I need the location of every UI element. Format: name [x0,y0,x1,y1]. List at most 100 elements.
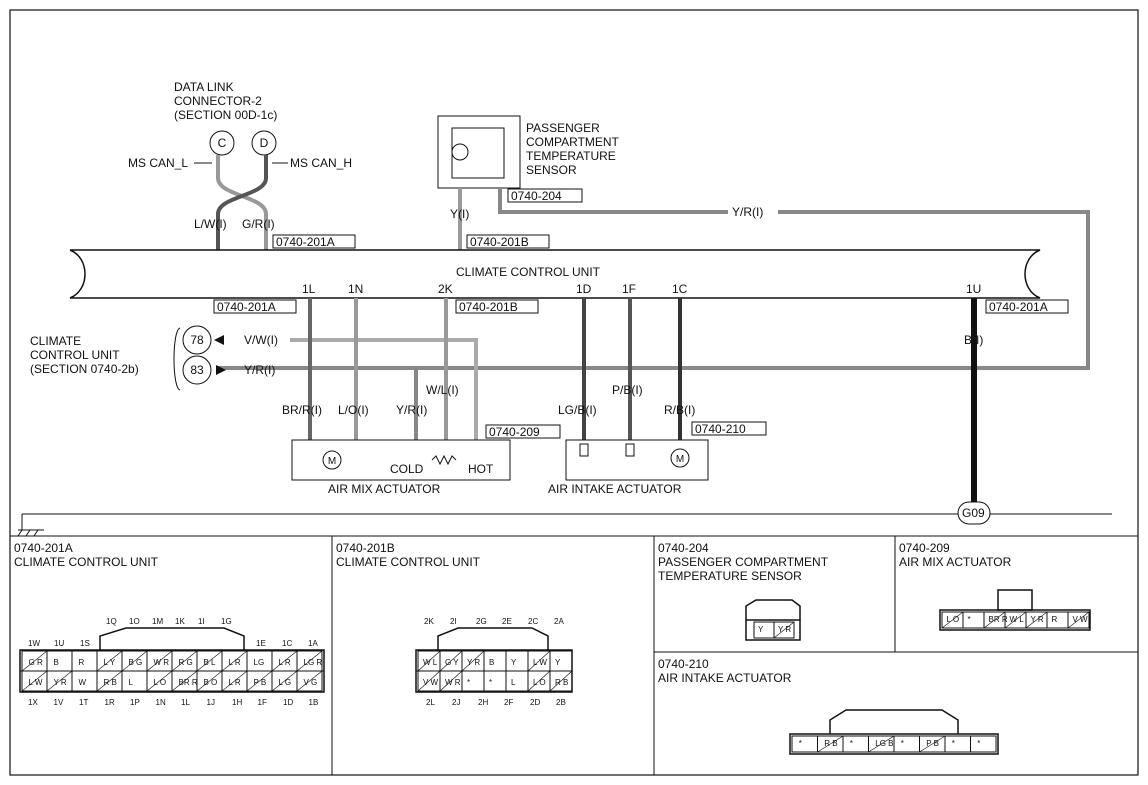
panel-e-cell [893,735,920,753]
air-intake-switch-2-icon [625,443,635,457]
panel-d-cell-label: BR R [989,615,1008,624]
panel-a-name: CLIMATE CONTROL UNIT [14,555,159,569]
sensor-conn-tag [507,188,583,203]
ref-label-1: CLIMATE [30,334,81,348]
panel-b-row1-diag [527,650,551,672]
panel-a-row2-diag [271,670,298,692]
sensor-label-2: COMPARTMENT [526,135,620,149]
panel-a-top-pin: 1A [308,639,318,648]
dlc-label-1: DATA LINK [174,80,234,94]
panel-e-code: 0740-210 [658,657,709,671]
panel-e-cell-label: R B [824,739,837,748]
panel-a-tab-pin: 1G [221,617,232,626]
air-intake-motor-icon [670,448,690,468]
panel-a-latch [99,627,245,650]
panel-c-cell-label: Y R [778,625,791,634]
panel-b-top-pin: 2K [424,617,434,626]
panel-b-row1-diag [461,650,485,672]
panel-b-row1-diag [439,650,463,672]
pin-1d: 1D [576,282,592,296]
panel-b-row2-cell [483,670,507,692]
panel-b-row1-diag [417,650,441,672]
panel-a-row1-diag [121,650,148,672]
panel-c-cell [773,621,795,639]
panel-a-top-pin: 1C [282,639,292,648]
panel-b-row2-cell-label: W R [445,678,461,687]
panel-a-row1-diag [171,650,198,672]
panel-a-bottom-pin: 1N [156,698,166,707]
panel-d-latch [997,589,1033,611]
wire-yr-loop [216,188,1090,370]
page-frame [9,9,1139,776]
panel-b-row1-cell-label: G Y [445,658,459,667]
panel-b-row2-cell-label: L O [533,678,546,687]
conn-b-tag-2 [455,299,539,314]
panel-e-cell [791,735,818,753]
panel-a-tab-pin: 1Q [106,617,117,626]
panel-a-row1-diag [296,650,323,672]
sensor-box [437,115,521,189]
dlc-label-2: CONNECTOR-2 [174,94,262,108]
panel-a-top-pin: 1S [80,639,90,648]
panel-e-cells: *R B*LG B*P B** [791,735,997,753]
pin-1c: 1C [672,282,688,296]
ref-terminal-78 [182,325,212,355]
panel-d-cell-label: R [1052,615,1058,624]
wire-lgb-label: LG/B(I) [558,403,597,417]
sensor-conn-tag-text: 0740-204 [511,189,562,203]
panel-a-bottom-pin: 1D [283,698,293,707]
panel-b-top-pin: 2C [528,617,538,626]
panel-b-bottom-pin: 2H [478,698,488,707]
conn-b-tag-1 [466,234,550,249]
panel-a-row2-cell-label: L O [154,678,167,687]
panel-a-row1-cell-label: R G [179,658,193,667]
air-mix-motor-icon [322,450,342,470]
panel-a-row1-cell-label: G R [29,658,43,667]
panel-e-name: AIR INTAKE ACTUATOR [658,671,792,685]
panel-e-cell-label: * [901,739,904,748]
panel-b-row2-diag [439,670,463,692]
wire-b-label: B(I) [964,333,983,347]
panel-a-bottom-pin: 1R [105,698,115,707]
panel-a-bottom-pin: 1T [79,698,88,707]
panel-a-row2-cell-label: W [79,678,87,687]
panel-a-row2-cell-label: L G [279,678,292,687]
sensor-label-4: SENSOR [526,163,577,177]
panel-a-row1-cell-label: B [54,658,59,667]
can-h-label: MS CAN_H [290,156,352,170]
panel-a-row2-diag [46,670,73,692]
panel-b-row2-diag [549,670,573,692]
air-intake-conn-tag-text: 0740-210 [695,422,746,436]
panel-d-cell-label: L O [947,615,960,624]
panel-a-bottom-pin: 1J [207,698,215,707]
wire-rb-label: R/B(I) [664,403,695,417]
panel-a-row2-cell-label: L R [229,678,241,687]
panel-a-row1-cell-label: L R [279,658,291,667]
panel-e-cell [842,735,869,753]
panel-a-row1-cell-label: LG R [304,658,323,667]
sensor-label-1: PASSENGER [526,121,600,135]
wire-vw-label: V/W(I) [244,333,278,347]
ccu-bar [69,249,1041,299]
climate-control-unit: CLIMATE CONTROL UNIT 1L 1N 2K 1D 1F 1C 1… [69,249,1069,314]
arrow-83 [216,365,226,375]
ref-label-2: CONTROL UNIT [30,348,120,362]
panel-a-bottom-pin: 1X [28,698,38,707]
air-mix-potentiometer-icon [431,454,457,466]
panel-a-row2-diag [96,670,123,692]
panel-a-row2-cell-label: Y R [54,678,67,687]
panel-b-top-pin: 2G [476,617,487,626]
panel-d-code: 0740-209 [899,541,950,555]
conn-a-tag-3 [985,299,1069,314]
panel-a-row1-diag [146,650,173,672]
conn-a-tag-1 [272,234,356,249]
panel-a-row2-cell-label: P B [254,678,267,687]
panel-e-diag [919,735,946,753]
panel-a-row2-cell-label: R B [104,678,117,687]
air-mix-conn-tag-text: 0740-209 [489,425,540,439]
temperature-sensor: PASSENGER COMPARTMENT TEMPERATURE SENSOR… [437,115,620,266]
